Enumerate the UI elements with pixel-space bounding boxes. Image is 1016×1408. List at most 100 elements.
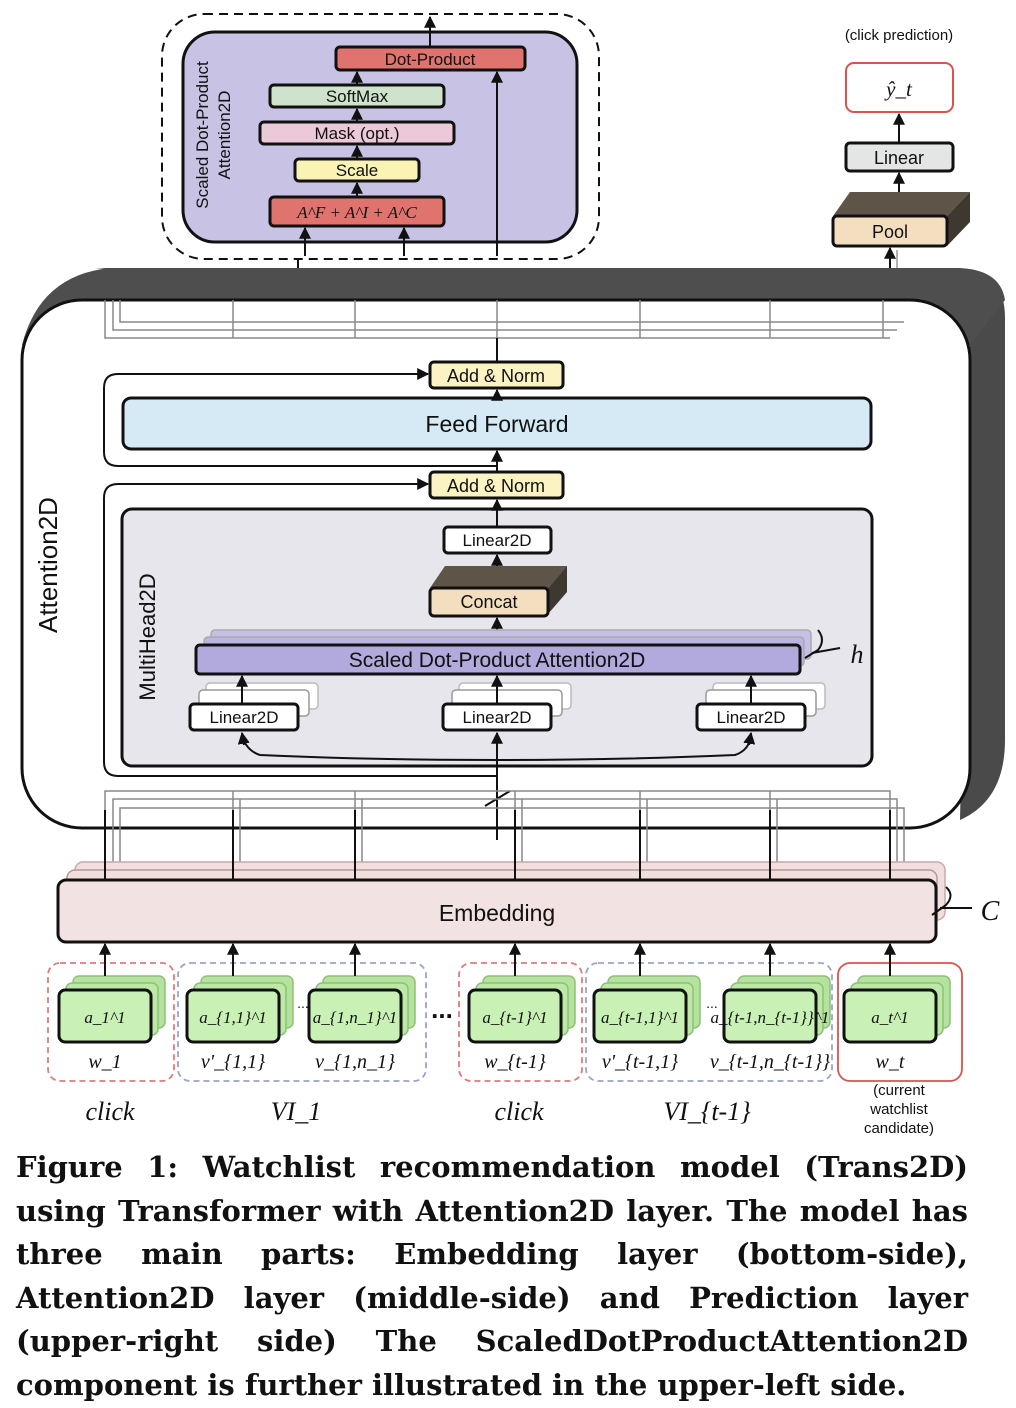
input-cell-box: [467, 988, 563, 1044]
linear-q-stack: Linear2D: [188, 674, 319, 732]
candidate-note-line2: watchlist: [869, 1101, 928, 1118]
concat-label: Concat: [460, 592, 517, 612]
detail-dashed-border: [161, 13, 600, 260]
attention2d-title: Attention2D: [33, 497, 63, 633]
dot-product-box: Dot-Product: [334, 45, 527, 72]
linear-v-label: Linear2D: [717, 708, 786, 727]
scale-label: Scale: [336, 161, 379, 180]
input-cell-label: a_{t-1,n_{t-1}}^1: [711, 1008, 830, 1027]
input-cell-box: [842, 988, 938, 1044]
input-item-label: v_{t-1,n_{t-1}}: [710, 1051, 830, 1073]
linear-q-label: Linear2D: [210, 708, 279, 727]
linear-v-stack: Linear2D: [695, 674, 826, 732]
heads-pointer: [811, 647, 841, 654]
channels-symbol: C: [981, 896, 1000, 927]
input-cell-box: [722, 988, 818, 1044]
output-box: [845, 62, 954, 113]
mh-residual-path: [103, 478, 497, 777]
concat-3d-top: [430, 566, 567, 588]
pool-3d-side: [947, 192, 970, 246]
ff-residual-path: [103, 368, 497, 467]
click-group-1-border: [47, 962, 175, 1082]
embedding-output-lines: [104, 810, 891, 880]
sum-box: A^F + A^I + A^C: [268, 195, 446, 228]
input-cell-label: a_1^1: [84, 1008, 125, 1027]
softmax-box: SoftMax: [268, 83, 446, 109]
input-cell-box: [57, 988, 153, 1044]
output-bus: [104, 300, 904, 339]
vi1-label: VI_1: [271, 1097, 322, 1126]
sdpa-label: Scaled Dot-Product Attention2D: [349, 649, 646, 672]
input-item-label: w_{t-1}: [484, 1051, 546, 1073]
input-cell-label: a_{1,1}^1: [199, 1008, 267, 1027]
linear-box: [844, 141, 955, 173]
pool-3d-top: [833, 192, 970, 216]
pool-label: Pool: [872, 222, 908, 242]
add-norm-bottom-label: Add & Norm: [447, 476, 545, 496]
input-item-label: w_1: [88, 1051, 121, 1073]
click-prediction-label: (click prediction): [845, 27, 953, 44]
scaled-attention-detail: Scaled Dot-Product Attention2D Dot-Produ…: [161, 13, 600, 260]
softmax-label: SoftMax: [326, 87, 389, 106]
input-cell-label: a_{t-1}^1: [482, 1008, 547, 1027]
vi2-label: VI_{t-1}: [663, 1097, 751, 1126]
vi-group-1-border: [177, 962, 427, 1082]
candidate-group-border: [837, 962, 963, 1082]
input-cell-label: a_t^1: [871, 1008, 908, 1027]
input-cell-4: a_{t-1}^1 w_{t-1}: [467, 942, 576, 1073]
output-y-hat: ŷ_t: [884, 77, 913, 101]
multihead-title: MultiHead2D: [135, 573, 160, 700]
detail-title-line2: Attention2D: [215, 91, 234, 180]
add-norm-top-box: [428, 360, 565, 390]
input-cell-6: a_{t-1,n_{t-1}}^1 v_{t-1,n_{t-1}}: [710, 942, 831, 1073]
qkv-arrow-q: [237, 731, 250, 746]
candidate-note-line3: candidate): [864, 1120, 934, 1137]
linear-out-box: [442, 525, 553, 555]
trans2d-architecture-diagram: Scaled Dot-Product Attention2D Dot-Produ…: [20, 13, 1005, 1137]
heads-symbol: h: [851, 640, 864, 669]
linear-label: Linear: [874, 148, 924, 168]
figure-caption: Figure 1: Watchlist recommendation model…: [16, 1150, 968, 1402]
heads-brace: [804, 629, 823, 659]
click-group-2-border: [458, 962, 583, 1082]
dot-product-label: Dot-Product: [385, 50, 476, 69]
detail-title-line1: Scaled Dot-Product: [193, 61, 212, 209]
prediction-layer: (click prediction) ŷ_t Linear Pool: [831, 27, 970, 344]
input-cell-1: a_1^1 w_1: [57, 942, 166, 1073]
input-cell-label: a_{t-1,1}^1: [601, 1008, 679, 1027]
linear-q-box: [188, 702, 300, 732]
channels-brace: [931, 886, 952, 916]
input-cell-box: [307, 988, 403, 1044]
linear-k-stack: Linear2D: [441, 674, 572, 732]
ellipsis-vi1: ...: [297, 995, 309, 1011]
linear-out-label: Linear2D: [463, 531, 532, 550]
embedding-label: Embedding: [439, 900, 555, 926]
input-cell-box: [592, 988, 688, 1044]
input-cell-label: a_{1,n_1}^1: [313, 1008, 398, 1027]
mask-box: Mask (opt.): [258, 120, 456, 146]
input-cell-5: a_{t-1,1}^1v'_{t-1,1}: [592, 942, 701, 1073]
concat-box: [428, 586, 550, 618]
embedding-layer: Embedding C: [56, 810, 1000, 944]
qkv-arrow-v: [743, 731, 756, 746]
input-cell-box: [185, 988, 281, 1044]
sum-formula: A^F + A^I + A^C: [296, 203, 417, 222]
input-item-label: v_{1,n_1}: [315, 1051, 395, 1073]
input-cell-3: a_{1,n_1}^1 v_{1,n_1}: [307, 942, 416, 1073]
feed-forward-label: Feed Forward: [425, 411, 568, 437]
input-item-label: w_t: [876, 1051, 905, 1073]
attention2d-block: Attention2D Add & Norm Feed Forward Add …: [20, 268, 1005, 864]
mask-label: Mask (opt.): [314, 124, 399, 143]
input-cells: a_1^1 w_1 a_{1,1}^1v'_{1,1} a_{1,n_1}^1 v_{1…: [57, 942, 951, 1073]
click-label-1: click: [85, 1097, 135, 1126]
input-cell-7: a_t^1 w_t: [842, 942, 951, 1073]
concat-3d-side: [548, 566, 567, 614]
scale-box: Scale: [293, 157, 421, 183]
candidate-note-line1: (current: [873, 1082, 926, 1099]
ellipsis-between-groups: ...: [431, 994, 453, 1024]
linear-k-label: Linear2D: [463, 708, 532, 727]
add-norm-bottom-box: [428, 470, 565, 500]
input-cell-2: a_{1,1}^1v'_{1,1}: [185, 942, 294, 1073]
add-norm-top-label: Add & Norm: [447, 366, 545, 386]
pool-box: [831, 214, 949, 248]
